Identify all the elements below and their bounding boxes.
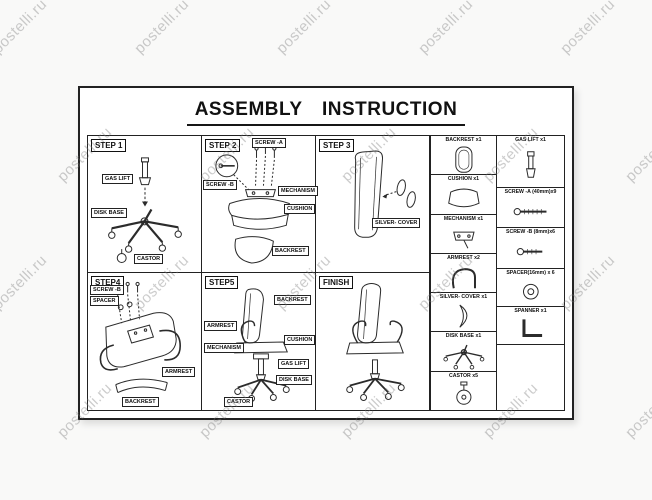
annotation-label: SILVER- COVER <box>372 218 421 228</box>
step5-label: STEP5 <box>205 276 239 289</box>
parts-column-left: BACKREST x1 CUSHION x1 <box>430 136 497 410</box>
part-label: SPACER(16mm) x 6 <box>506 269 555 276</box>
part-item: BACKREST x1 <box>431 136 496 176</box>
armrest-part-icon <box>433 262 495 292</box>
cushion-part-icon <box>433 183 495 213</box>
spanner-part-icon <box>499 315 563 344</box>
part-item: MECHANISM x1 <box>431 214 496 254</box>
annotation-label: MECHANISM <box>204 343 244 353</box>
part-item: CUSHION x1 <box>431 175 496 215</box>
finish-illustration <box>316 273 429 410</box>
step3-label: STEP 3 <box>319 139 355 152</box>
part-item: SCREW -B (8mm)x6 <box>497 228 564 269</box>
part-item: SPANNER x1 <box>497 306 564 346</box>
part-label: DISK BASE x1 <box>445 333 482 340</box>
annotation-label: BACKREST <box>122 397 159 407</box>
castor-part-icon <box>433 380 495 410</box>
part-label: BACKREST x1 <box>445 137 482 143</box>
annotation-label: SCREW -B <box>203 180 237 190</box>
annotation-label: SCREW -A <box>252 138 286 148</box>
panel-step5: STEP5 <box>202 273 316 410</box>
annotation-label: CUSHION <box>284 335 316 345</box>
annotation-label: ARMREST <box>162 367 196 377</box>
instruction-sheet: ASSEMBLY INSTRUCTION STEP 1 <box>78 86 574 420</box>
step3-illustration <box>316 136 429 272</box>
panel-step1: STEP 1 <box>88 136 202 273</box>
annotation-label: CUSHION <box>284 204 316 214</box>
annotation-label: MECHANISM <box>278 186 318 196</box>
part-label: SPANNER x1 <box>514 307 547 314</box>
annotation-label: SCREW -B <box>90 285 124 295</box>
annotation-label: GAS LIFT <box>278 359 310 369</box>
step2-illustration <box>202 136 315 272</box>
page-title: ASSEMBLY INSTRUCTION <box>80 99 572 126</box>
part-label: CASTOR x5 <box>448 372 479 379</box>
part-label: CUSHION x1 <box>447 176 480 183</box>
watermark-text: postelli.ru <box>131 0 193 58</box>
part-label: SILVER- COVER x1 <box>439 294 488 301</box>
part-label: GAS LIFT x1 <box>515 137 546 143</box>
watermark-text: postelli.ru <box>415 0 477 58</box>
gas-lift-part-icon <box>499 144 563 187</box>
watermark-text: postelli.ru <box>273 0 335 58</box>
annotation-label: DISK BASE <box>91 208 127 218</box>
part-label: SCREW -B (8mm)x6 <box>505 229 555 236</box>
backrest-part-icon <box>433 144 495 174</box>
annotation-label: BACKREST <box>272 246 309 256</box>
watermark-text: postelli.ru <box>0 251 51 314</box>
page-title-text: ASSEMBLY INSTRUCTION <box>186 99 466 126</box>
part-label: MECHANISM x1 <box>443 215 484 222</box>
watermark-text: postelli.ru <box>557 0 619 58</box>
annotation-label: CASTOR <box>134 254 164 264</box>
part-item: SCREW -A (40mm)x9 <box>497 188 564 229</box>
panel-step3: STEP 3 SILVER- COVER <box>316 136 430 273</box>
panel-finish: FINISH <box>316 273 430 410</box>
panel-step4: STEP4 <box>88 273 202 410</box>
annotation-label: DISK BASE <box>276 375 312 385</box>
step1-illustration <box>88 136 201 272</box>
step5-illustration <box>202 273 315 410</box>
screw-a-part-icon <box>499 196 563 227</box>
disk-base-part-icon <box>433 340 495 370</box>
silver-cover-part-icon <box>433 301 495 331</box>
parts-column-right: GAS LIFT x1 SCREW -A (40mm)x9 <box>497 136 564 410</box>
parts-empty-cell <box>497 345 564 410</box>
mechanism-part-icon <box>433 223 495 253</box>
annotation-label: SPACER <box>90 296 119 306</box>
annotation-label: CASTOR <box>224 397 254 407</box>
annotation-label: ARMREST <box>204 321 238 331</box>
part-item: SPACER(16mm) x 6 <box>497 268 564 307</box>
part-label: SCREW -A (40mm)x9 <box>504 189 557 196</box>
annotation-label: BACKREST <box>274 295 311 305</box>
annotation-label: GAS LIFT <box>102 174 134 184</box>
part-item: GAS LIFT x1 <box>497 136 564 189</box>
instruction-grid: STEP 1 <box>87 135 565 411</box>
screw-b-part-icon <box>499 236 563 267</box>
step2-label: STEP 2 <box>205 139 241 152</box>
step1-label: STEP 1 <box>91 139 127 152</box>
watermark-text: postelli.ru <box>622 123 652 186</box>
watermark-text: postelli.ru <box>622 379 652 442</box>
part-item: SILVER- COVER x1 <box>431 293 496 333</box>
part-label: ARMREST x2 <box>447 254 480 261</box>
part-item: ARMREST x2 <box>431 253 496 294</box>
finish-label: FINISH <box>319 276 354 289</box>
part-item: CASTOR x5 <box>431 371 496 410</box>
spacer-part-icon <box>499 277 563 306</box>
panel-step2: STEP 2 <box>202 136 318 273</box>
part-item: DISK BASE x1 <box>431 332 496 372</box>
watermark-text: postelli.ru <box>0 0 51 58</box>
